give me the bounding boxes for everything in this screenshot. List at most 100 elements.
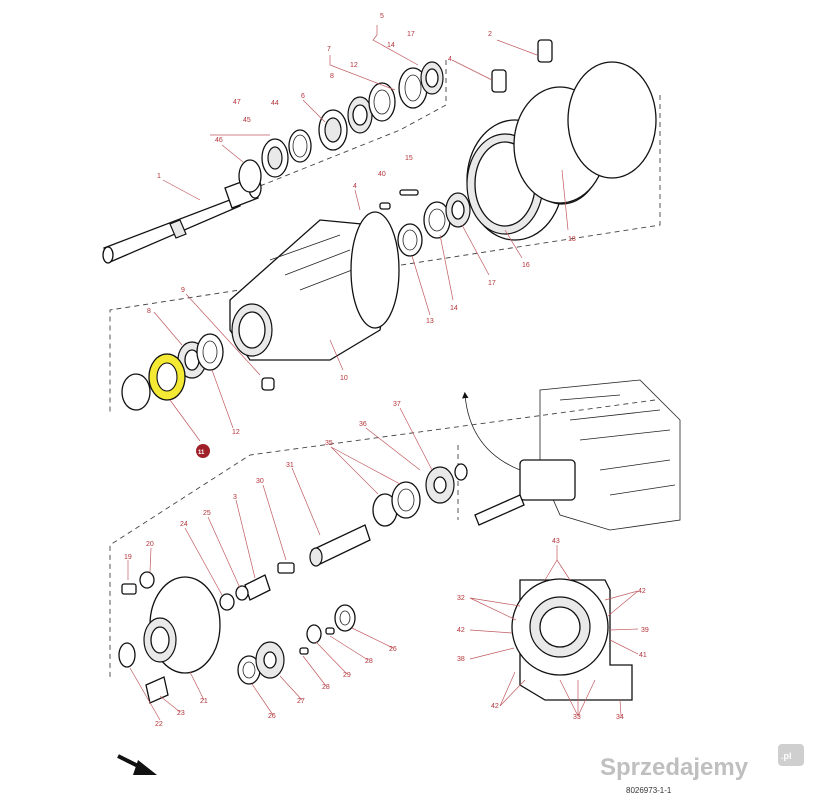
label-26a: 26: [389, 646, 397, 653]
label-24: 24: [180, 521, 188, 528]
label-4a: 4: [448, 56, 452, 63]
drawing-code: 8026973-1-1: [626, 786, 672, 795]
label-30: 30: [256, 478, 264, 485]
part-ring-2[interactable]: [567, 61, 657, 179]
part-plug-9[interactable]: [261, 377, 275, 391]
label-43: 43: [552, 538, 560, 545]
part-number-labels: 5 17 14 7 12 8 6 47 44 45 46 2 4 1 40 15…: [124, 13, 649, 728]
label-40: 40: [378, 171, 386, 178]
part-washer-29[interactable]: [306, 624, 322, 644]
label-1: 1: [157, 173, 161, 180]
label-37: 37: [393, 401, 401, 408]
part-pin-28-left[interactable]: [299, 647, 309, 655]
label-8a: 8: [330, 73, 334, 80]
label-4b: 4: [353, 183, 357, 190]
part-pin-28-right[interactable]: [325, 627, 335, 635]
label-12b: 12: [232, 429, 240, 436]
label-29: 29: [343, 672, 351, 679]
label-17a: 17: [407, 31, 415, 38]
part-washer-25[interactable]: [235, 585, 249, 601]
part-shaft-1[interactable]: [102, 177, 262, 264]
part-snap-ring-46[interactable]: [238, 159, 262, 193]
part-pin-15[interactable]: [399, 189, 419, 196]
label-3: 3: [233, 494, 237, 501]
label-7: 7: [327, 46, 331, 53]
part-washer-24[interactable]: [219, 593, 235, 611]
label-16: 16: [522, 262, 530, 269]
part-snap-ring-mid[interactable]: [121, 373, 151, 411]
overview-arrow: [462, 391, 521, 471]
label-27: 27: [297, 698, 305, 705]
front-view-housing[interactable]: [511, 578, 633, 701]
part-bearing-35[interactable]: [372, 481, 421, 527]
leader-lines: [127, 25, 639, 721]
part-pin-40[interactable]: [379, 202, 391, 210]
part-washer-26-right[interactable]: [334, 604, 356, 632]
label-8b: 8: [147, 308, 151, 315]
label-11: 11: [198, 450, 205, 456]
label-14b: 14: [450, 305, 458, 312]
label-42b: 42: [457, 627, 465, 634]
label-2: 2: [488, 31, 492, 38]
label-38: 38: [457, 656, 465, 663]
part-nut-20[interactable]: [139, 571, 155, 589]
part-bolt-19[interactable]: [121, 583, 137, 595]
part-bearing-17-mid[interactable]: [445, 192, 471, 228]
part-race-12-mid[interactable]: [196, 333, 224, 371]
label-13: 13: [426, 318, 434, 325]
label-14a: 14: [387, 42, 395, 49]
part-bearing-6[interactable]: [318, 109, 348, 151]
part-plug-2[interactable]: [537, 39, 553, 63]
label-25: 25: [203, 510, 211, 517]
watermark-suffix: .pl: [781, 751, 792, 761]
label-33: 33: [573, 714, 581, 721]
label-5: 5: [380, 13, 384, 20]
part-shaft-31[interactable]: [309, 524, 371, 567]
part-plug-4[interactable]: [491, 69, 507, 93]
part-sleeve-23[interactable]: [145, 676, 169, 704]
part-race-13[interactable]: [397, 223, 423, 257]
label-28a: 28: [365, 658, 373, 665]
label-36: 36: [359, 421, 367, 428]
label-20: 20: [146, 541, 154, 548]
part-bearing-17-top[interactable]: [420, 61, 444, 95]
label-34: 34: [616, 714, 624, 721]
watermark-text: Sprzedajemy: [600, 754, 749, 781]
label-18: 18: [568, 236, 576, 243]
part-seal-11-highlighted[interactable]: [148, 353, 186, 401]
label-9: 9: [181, 287, 185, 294]
part-carrier-21[interactable]: [143, 576, 221, 674]
label-31: 31: [286, 462, 294, 469]
overview-assembly-illustration: [462, 379, 681, 531]
part-gear-36[interactable]: [425, 466, 455, 504]
label-47: 47: [233, 99, 241, 106]
part-ring-37[interactable]: [454, 463, 468, 481]
label-46: 46: [215, 137, 223, 144]
label-32: 32: [457, 595, 465, 602]
label-10: 10: [340, 375, 348, 382]
part-ring-44[interactable]: [288, 129, 312, 163]
direction-arrow-icon: [117, 754, 157, 775]
part-snap-ring-22[interactable]: [118, 642, 136, 668]
part-gear-27[interactable]: [255, 641, 285, 679]
label-12a: 12: [350, 62, 358, 69]
label-42a: 42: [638, 588, 646, 595]
label-44: 44: [271, 100, 279, 107]
part-bolt-30[interactable]: [277, 562, 295, 574]
part-bearing-45[interactable]: [261, 138, 289, 178]
label-42c: 42: [491, 703, 499, 710]
label-23: 23: [177, 710, 185, 717]
label-19: 19: [124, 554, 132, 561]
label-28b: 28: [322, 684, 330, 691]
label-21: 21: [200, 698, 208, 705]
label-39: 39: [641, 627, 649, 634]
highlight-badge-11: [196, 444, 210, 458]
part-race-12-top[interactable]: [368, 82, 396, 122]
label-6: 6: [301, 93, 305, 100]
label-26b: 26: [268, 713, 276, 720]
part-washer-3[interactable]: [244, 574, 271, 601]
watermark: Sprzedajemy .pl: [600, 744, 804, 781]
label-35: 35: [325, 440, 333, 447]
part-housing-10[interactable]: [229, 211, 400, 361]
